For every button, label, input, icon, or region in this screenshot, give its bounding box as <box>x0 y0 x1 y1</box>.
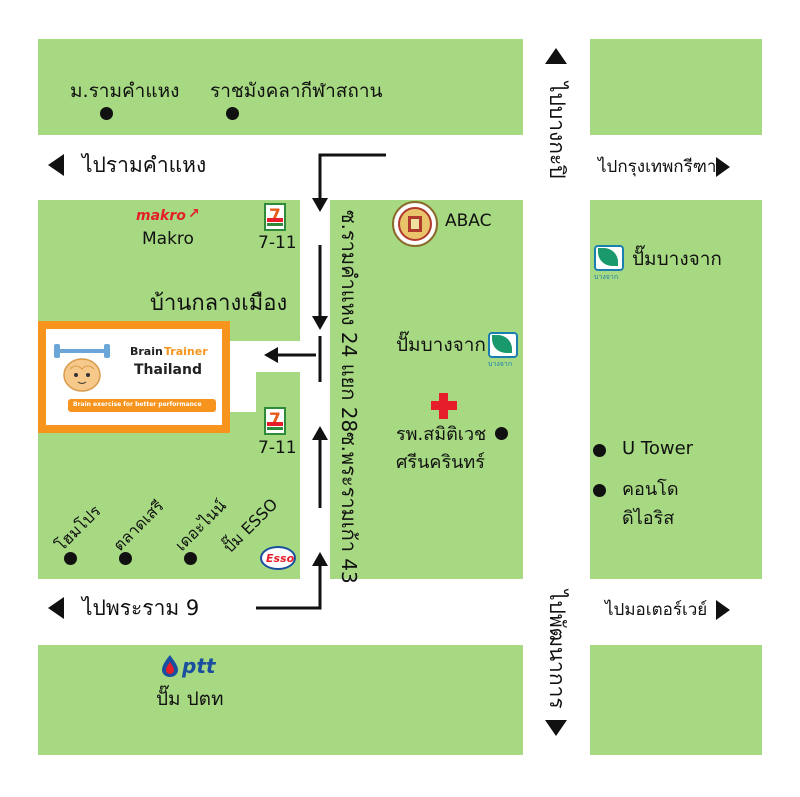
to-pattanakarn-label: ไปพัฒนาการ <box>545 590 569 709</box>
to-ramkhamhaeng-label: ไปรามคำแหง <box>82 153 207 177</box>
arrow-left-rama9 <box>48 597 64 619</box>
to-bangkok-kreetha-label: ไปกรุงเทพกรีฑา <box>598 157 717 177</box>
condo-label-line1: คอนโด <box>622 479 679 500</box>
bangchak-mid-logo: บางจาก <box>488 332 522 368</box>
block-left-lower-fill <box>220 412 256 579</box>
ban-klang-muang-label: บ้านกลางเมือง <box>150 291 288 316</box>
makro-label: Makro <box>142 229 194 249</box>
hospital-cross-icon <box>431 393 457 419</box>
brand-trainer: Trainer <box>164 345 208 358</box>
brand-thailand: Thailand <box>134 362 202 378</box>
u-tower-label: U Tower <box>622 438 694 459</box>
home-pro-dot <box>64 552 77 565</box>
bangchak-right-logo: บางจาก <box>594 245 628 281</box>
seven-eleven-top-logo: 7 <box>264 203 286 231</box>
ptt-logo-text: ptt <box>182 654 216 678</box>
condo-dot <box>593 484 606 497</box>
block-top-right <box>590 39 762 135</box>
seven-eleven-mid-logo: 7 <box>264 407 286 435</box>
brand-tagline: Brain exercise for better performance <box>73 401 202 408</box>
esso-logo: Esso <box>260 546 296 570</box>
bangchak-right-label: ปั๊มบางจาก <box>632 248 722 270</box>
to-bangkapi-label: ไปบางกะปิ <box>545 82 569 179</box>
road-soi-ramkhamhaeng: ซ.รามคำแหง 24 แยก 28 <box>337 210 361 433</box>
block-center <box>330 200 523 579</box>
bangchak-mid-label: ปั๊มบางจาก <box>396 334 486 356</box>
block-bottom-left <box>38 645 523 755</box>
arrow-right-motorway <box>716 600 730 620</box>
rajamangala-label: ราชมังคลากีฬาสถาน <box>210 80 383 102</box>
arrow-left-ramkhamhaeng <box>48 154 64 176</box>
block-left-upper <box>38 200 300 341</box>
makro-logo: makro <box>136 208 186 224</box>
hospital-label-line2: ศรีนครินทร์ <box>396 452 485 473</box>
brain-trainer-logo: Brain Trainer Thailand Brain exercise fo… <box>38 321 230 433</box>
ram-university-dot <box>100 107 113 120</box>
block-top-left <box>38 39 523 135</box>
bangchak-right-caption: บางจาก <box>594 273 619 281</box>
ptt-pump-label: ปั๊ม ปตท <box>156 688 224 710</box>
arrow-down-pattanakarn <box>545 720 567 736</box>
ram-university-label: ม.รามคำแหง <box>70 80 180 102</box>
bangchak-mid-caption: บางจาก <box>488 360 513 368</box>
block-bottom-right <box>590 645 762 755</box>
ptt-flame-icon <box>162 655 178 677</box>
talad-seri-dot <box>119 552 132 565</box>
arrow-up-bangkapi <box>545 48 567 64</box>
arrow-right-kreetha <box>716 157 730 177</box>
makro-logo-arrow: ↗ <box>188 206 200 222</box>
hospital-label-line1: รพ.สมิติเวช <box>396 424 487 445</box>
road-soi-rama9: ซ.พระรามเก้า 43 <box>337 432 361 584</box>
hospital-dot <box>495 427 508 440</box>
block-left-lower-right <box>256 372 300 579</box>
seven-eleven-top-label: 7-11 <box>258 233 297 253</box>
u-tower-dot <box>593 444 606 457</box>
rajamangala-dot <box>226 107 239 120</box>
brain-mascot-icon <box>54 344 110 392</box>
to-rama9-label: ไปพระราม 9 <box>82 596 200 620</box>
seven-eleven-mid-label: 7-11 <box>258 438 297 458</box>
esso-logo-text: Esso <box>266 552 295 565</box>
abac-label: ABAC <box>445 211 492 231</box>
abac-seal-icon <box>392 201 438 247</box>
condo-label-line2: ดิไอริส <box>622 508 675 529</box>
to-motorway-label: ไปมอเตอร์เวย์ <box>605 600 708 620</box>
the-nine-dot <box>184 552 197 565</box>
brain-trainer-logo-inner: Brain Trainer Thailand Brain exercise fo… <box>46 329 222 425</box>
brand-tagline-bar <box>68 399 216 412</box>
brand-brain: Brain <box>130 345 163 358</box>
